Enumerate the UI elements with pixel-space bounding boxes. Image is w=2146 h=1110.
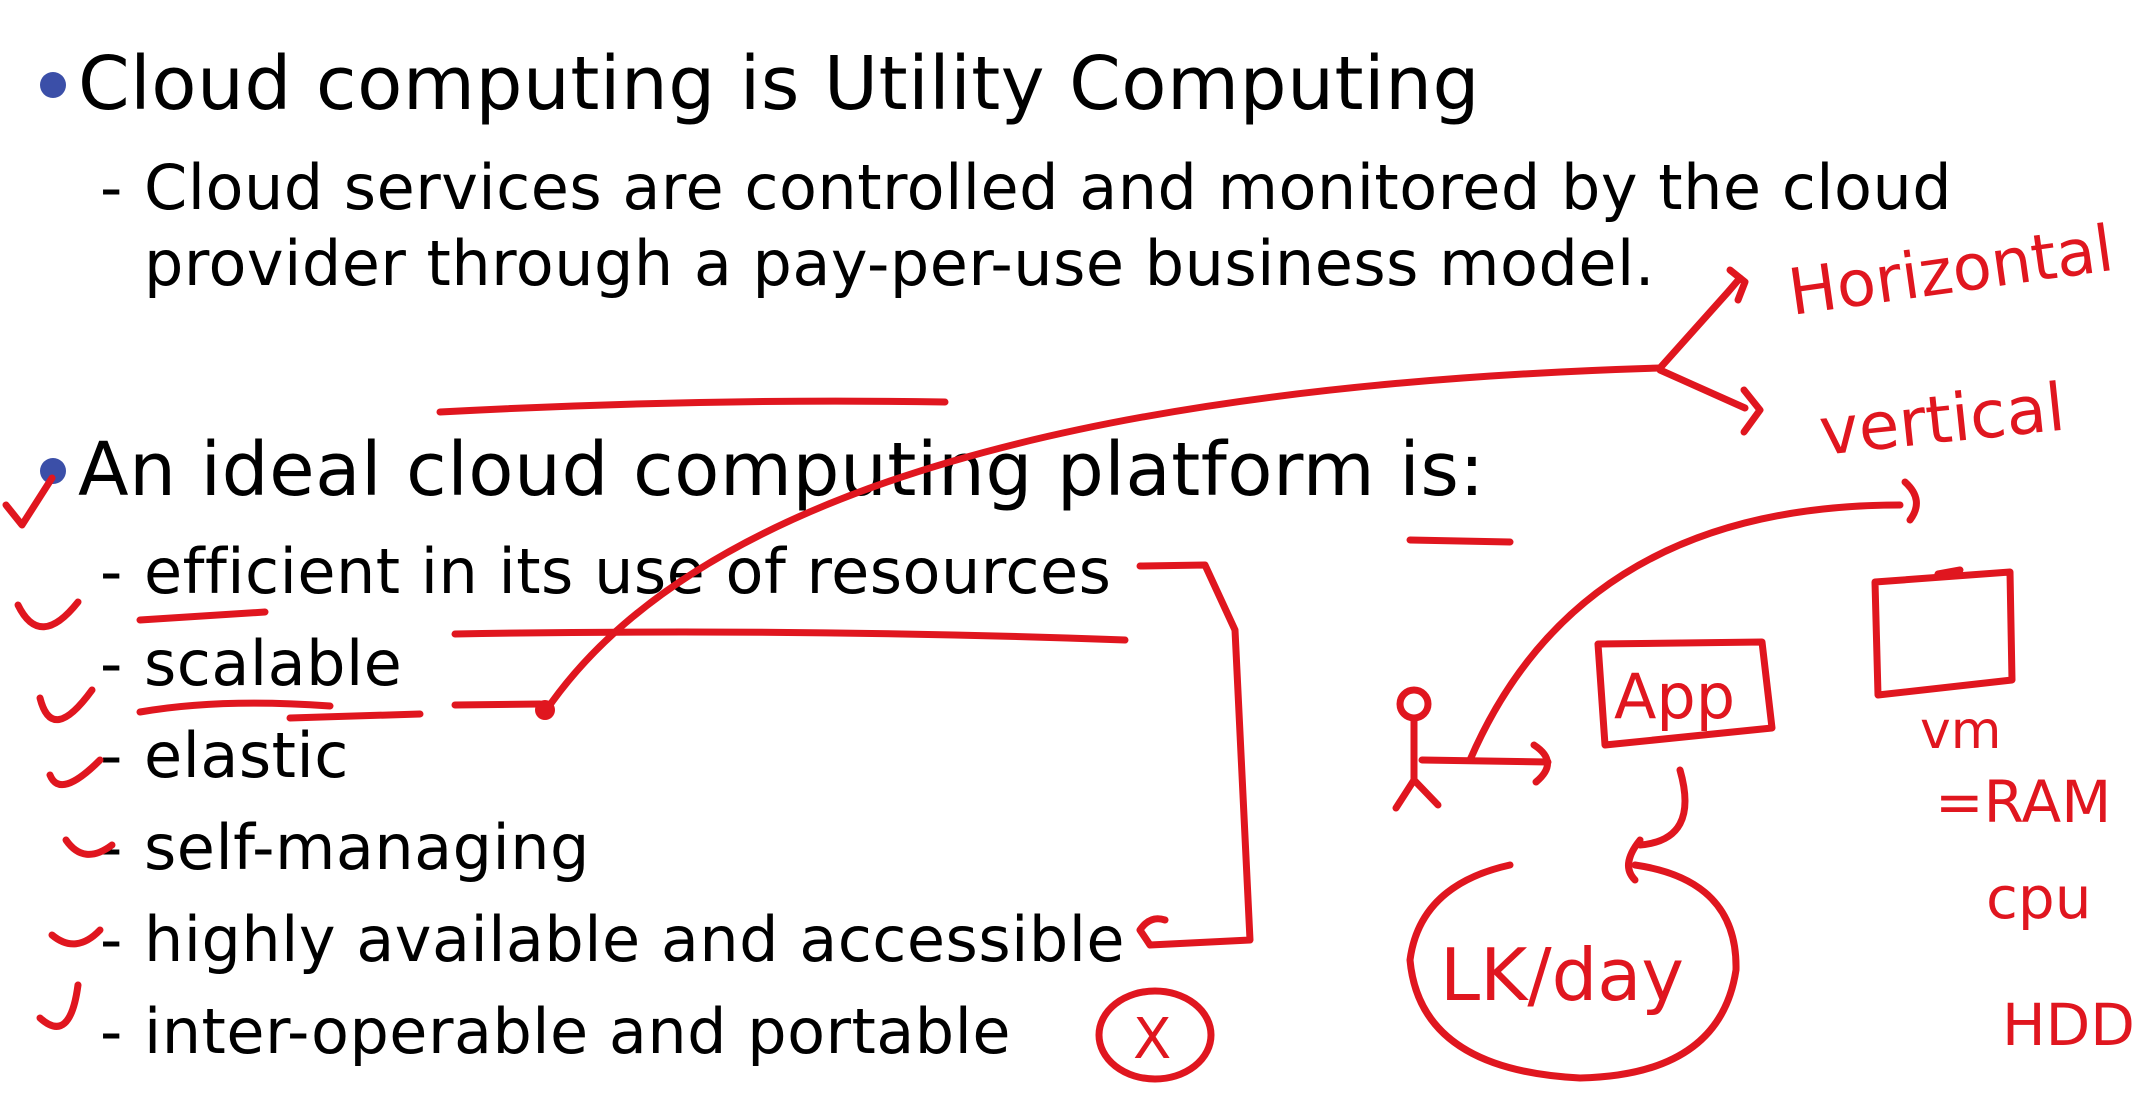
handwritten-ram: =RAM [1935,768,2111,836]
underline-stroke [136,608,269,624]
underline-stroke [451,628,1129,644]
vm-box-top [1934,566,1964,578]
bullet-1: Cloud computing is Utility Computing [40,41,1480,127]
bullet-2-subitem-1-text: efficient in its use of resources [144,535,1112,608]
arrow-icon [1740,386,1764,436]
person-icon [1396,686,1432,722]
bullet-2-subitem-3-text: elastic [144,719,349,792]
underline-stroke [136,699,334,716]
bullet-2-subitem-6: - inter-operable and portable [100,994,1011,1070]
sub-dash: - [100,903,123,976]
bullet-2: An ideal cloud computing platform is: [40,427,1485,513]
bullet-1-subitem-1-text: Cloud services are controlled and monito… [144,151,1953,300]
bullet-dot-icon [40,71,66,98]
vertical-arrow [1466,501,1904,764]
checkmark-icon [36,686,96,723]
arrow-icon [1901,478,1920,524]
bullet-2-subitem-1: - efficient in its use of resources [100,534,1111,610]
bullet-2-subitem-5: - highly available and accessible [100,902,1125,978]
dot-icon [535,700,555,720]
bullet-2-subitem-4: - self-managing [100,810,590,886]
bullet-2-subitem-2-text: scalable [144,627,403,700]
arrow-icon [1530,741,1551,786]
handwritten-hdd: HDD [2002,991,2135,1059]
checkmark-icon [14,598,82,631]
checkmark-icon [46,756,104,788]
handwritten-vm: vm [1920,701,2001,761]
vm-box [1871,568,2016,699]
handwritten-app: App [1614,660,1735,733]
person-icon-body [1392,714,1442,812]
bracket-stroke [1136,561,1254,949]
connector-stroke [1636,766,1689,849]
handwritten-cross-mark: X [1133,1007,1171,1072]
arrow-icon [1656,366,1749,412]
checkmark-icon [48,926,104,948]
bullet-2-text: An ideal cloud computing platform is: [78,427,1485,513]
bullet-2-subitem-6-text: inter-operable and portable [144,995,1012,1068]
bullet-2-subitem-3: - elastic [100,718,349,794]
bullet-1-text: Cloud computing is Utility Computing [78,41,1480,127]
underline-stroke [451,700,544,709]
bullet-dot-icon [40,457,66,484]
bullet-1-subitem-1: - Cloud services are controlled and moni… [100,150,2044,301]
handwritten-traffic: LK/day [1440,933,1684,1017]
sub-dash: - [100,811,123,884]
sub-dash: - [100,719,123,792]
app-box [1594,638,1776,749]
traffic-circle [1406,861,1740,1082]
handwritten-cpu: cpu [1986,864,2091,932]
sub-dash: - [100,151,123,224]
cross-circle [1095,987,1215,1083]
sub-dash: - [100,627,123,700]
connector-stroke [1625,836,1644,884]
arrow-icon [1418,756,1552,766]
checkmark-icon [36,981,82,1030]
underline-stroke [1406,536,1514,546]
sub-dash: - [100,995,123,1068]
handwritten-vertical: vertical [1816,369,2069,471]
bullet-2-subitem-5-text: highly available and accessible [144,903,1126,976]
sub-dash: - [100,535,123,608]
bullet-2-subitem-4-text: self-managing [144,811,590,884]
bullet-2-subitem-2: - scalable [100,626,402,702]
underline-stroke [436,397,949,416]
